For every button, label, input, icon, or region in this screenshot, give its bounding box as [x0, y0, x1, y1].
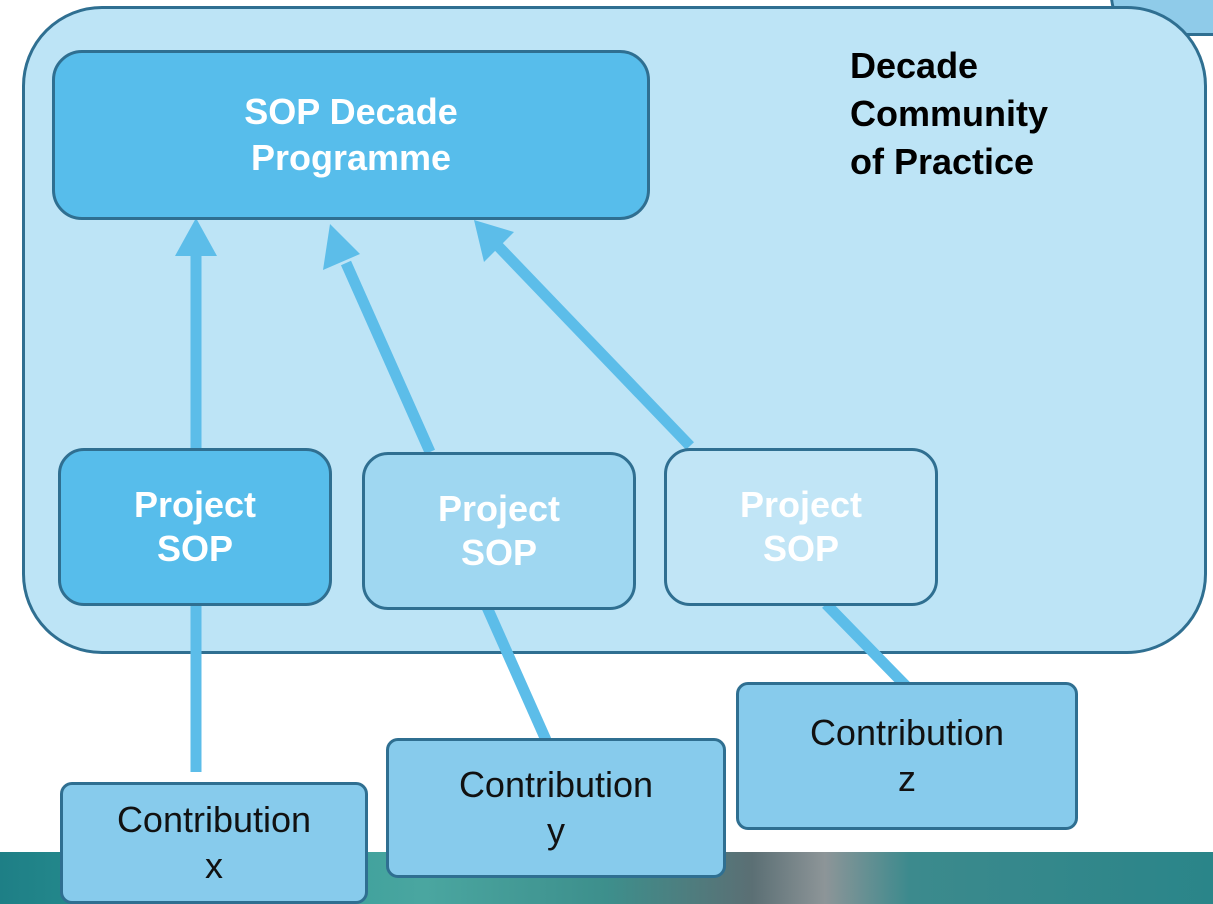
arrow-project-3-to-programme: [494, 242, 694, 450]
project-sop-box-2: Project SOP: [362, 452, 636, 610]
arrowhead-project-1: [175, 218, 217, 256]
contribution-x-box: Contribution x: [60, 782, 368, 904]
community-of-practice-label: Decade Community of Practice: [850, 45, 1048, 182]
contribution-y-box: Contribution y: [386, 738, 726, 878]
connector-contribution-y-to-project-2: [480, 602, 552, 743]
arrowhead-project-3: [474, 220, 514, 262]
project-sop-box-3: Project SOP: [664, 448, 938, 606]
sop-decade-programme-box: SOP Decade Programme: [52, 50, 650, 220]
contribution-z-box: Contribution z: [736, 682, 1078, 830]
connector-contribution-z-to-project-3: [822, 600, 910, 690]
arrowhead-project-2: [323, 224, 360, 270]
arrow-project-2-to-programme: [340, 260, 436, 455]
project-sop-box-1: Project SOP: [58, 448, 332, 606]
